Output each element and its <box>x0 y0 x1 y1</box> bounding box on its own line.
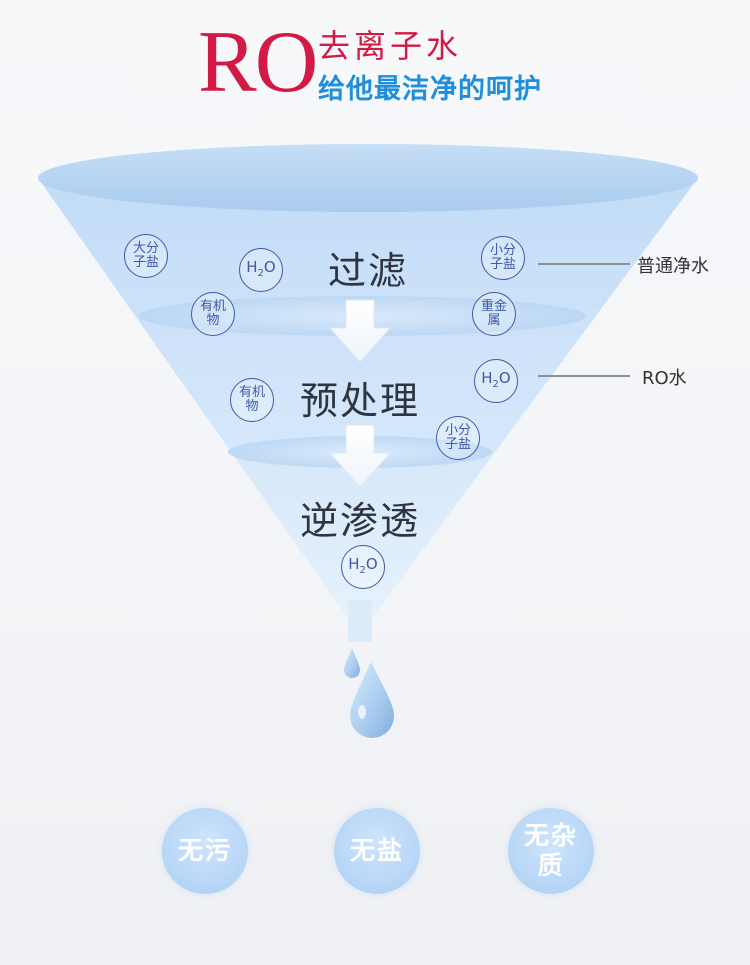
badge-no-salt: 无盐 <box>334 808 420 894</box>
small-molecule-salt-icon: 小分子盐 <box>436 416 480 460</box>
down-arrow-icon <box>328 299 392 363</box>
small-molecule-salt-icon: 小分子盐 <box>481 236 525 280</box>
callout-line-ro-water <box>538 375 630 377</box>
water-drop-small-icon <box>344 648 360 678</box>
funnel-top <box>38 144 698 212</box>
badge-no-pollution: 无污 <box>162 808 248 894</box>
callout-line-ordinary-water <box>538 263 630 265</box>
page-subtitle: 给他最洁净的呵护 <box>318 74 542 105</box>
h2o-molecule-icon: H2O <box>341 545 385 589</box>
stage-reverse-osmosis: 逆渗透 <box>299 499 420 543</box>
organic-matter-icon: 有机物 <box>230 378 274 422</box>
ro-logo: RO <box>198 14 318 111</box>
h2o-molecule-icon: H2O <box>474 359 518 403</box>
h2o-molecule-icon: H2O <box>239 248 283 292</box>
callout-ro-water: RO水 <box>642 368 687 389</box>
stage-pretreatment: 预处理 <box>299 379 420 423</box>
water-drop-large-icon <box>350 662 394 738</box>
callout-ordinary-water: 普通净水 <box>637 256 709 277</box>
stage-filtration: 过滤 <box>327 249 408 293</box>
funnel-cone <box>38 178 698 618</box>
organic-matter-icon: 有机物 <box>191 292 235 336</box>
heavy-metal-icon: 重金属 <box>472 292 516 336</box>
funnel-spout <box>348 600 372 642</box>
down-arrow-icon <box>328 424 392 488</box>
large-molecule-salt-icon: 大分子盐 <box>124 234 168 278</box>
page-title: 去离子水 <box>318 27 463 65</box>
badge-no-impurities: 无杂 质 <box>508 808 594 894</box>
